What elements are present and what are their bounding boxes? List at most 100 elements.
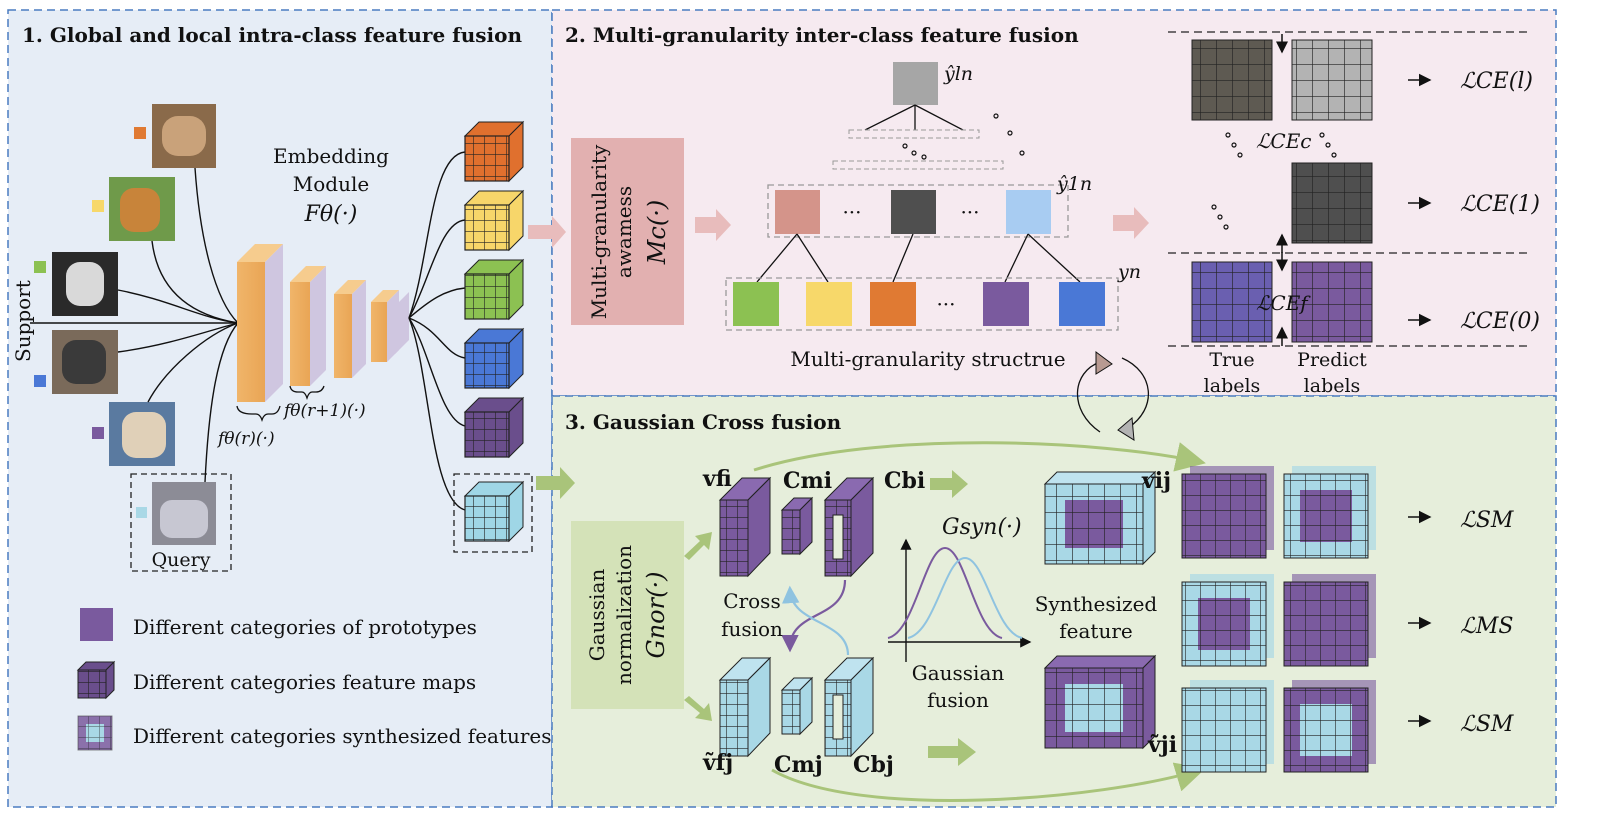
gsyn-label: Gsyn(·) <box>942 515 1022 540</box>
loss-ce-1: ℒCE(1) <box>1460 192 1540 217</box>
predict-labels-1: Predict <box>1297 349 1367 371</box>
loss-sm-1: ℒSM <box>1460 508 1514 533</box>
feature-map-cubes <box>453 120 533 553</box>
feature-map-3 <box>463 258 525 321</box>
c-bj-stack <box>823 656 875 758</box>
true-labels-1: True <box>1209 349 1254 371</box>
loss-ce-f: ℒCEf <box>1256 291 1311 315</box>
arrow-tree-to-labels <box>1113 207 1149 239</box>
feature-map-query <box>463 480 525 543</box>
leaf-node-1 <box>733 282 779 326</box>
y-ln-label: ŷln <box>943 63 973 85</box>
support-marker-5 <box>92 427 104 439</box>
level-box-mid <box>832 160 1004 170</box>
support-marker-1 <box>134 127 146 139</box>
loss-ce-0: ℒCE(0) <box>1460 309 1540 334</box>
leaf-node-4 <box>983 282 1029 326</box>
loss-arrows-p3 <box>1408 510 1432 728</box>
feature-map-4 <box>463 327 525 390</box>
v-ij-label: vij <box>1141 468 1171 494</box>
legend-synthesized: Different categories synthesized feature… <box>133 724 552 748</box>
loss-ms: ℒMS <box>1460 614 1513 639</box>
true-labels-2: labels <box>1204 375 1261 397</box>
skip-arrow-top <box>753 441 1206 472</box>
level-box-top <box>848 129 980 139</box>
c-mi-label: Cmi <box>783 468 832 494</box>
legend: Different categories of prototypes Diffe… <box>76 608 552 751</box>
arrow-mg-to-tree <box>695 209 731 241</box>
synth-label-2: feature <box>1059 619 1132 643</box>
embedding-label-1: Embedding <box>273 144 389 168</box>
f-r-label: fθ(r)(·) <box>216 429 275 449</box>
leaf-node-5 <box>1059 282 1105 326</box>
support-label: Support <box>11 280 35 362</box>
v-fj-stack <box>718 656 772 758</box>
support-marker-3 <box>34 261 46 273</box>
mid-node-1 <box>775 190 820 234</box>
feature-map-5 <box>463 396 525 459</box>
v-ji-label: ṽji <box>1147 732 1177 758</box>
top-node <box>893 62 938 105</box>
leaf-dots: ··· <box>936 292 955 316</box>
panel-2-title: 2. Multi-granularity inter-class feature… <box>565 23 1079 47</box>
embedding-label-2: Module <box>293 172 369 196</box>
arrow-gn-up <box>684 532 712 560</box>
f-theta-label: Fθ(·) <box>304 202 358 227</box>
panel-1-title: 1. Global and local intra-class feature … <box>22 23 522 47</box>
legend-synth-swatch <box>77 715 113 751</box>
synth-cube-top <box>1043 470 1157 566</box>
gn-label-1: Gaussian <box>585 569 609 662</box>
skip-arrow-bottom <box>771 762 1206 802</box>
loss-ce-l: ℒCE(l) <box>1460 69 1533 94</box>
loss-sm-2: ℒSM <box>1460 712 1514 737</box>
mid-node-2 <box>891 190 936 234</box>
structure-label: Multi-granularity structrue <box>790 347 1065 371</box>
arrow-cbj-to-synth <box>928 738 976 766</box>
support-marker-4 <box>34 375 46 387</box>
v-fi-label: vfi <box>702 466 732 492</box>
panel-3-title: 3. Gaussian Cross fusion <box>565 410 842 434</box>
synth-cube-bottom <box>1043 654 1157 750</box>
loss-arrows-p2 <box>1408 73 1432 327</box>
gaussian-fusion-2: fusion <box>927 688 989 712</box>
query-feature-box <box>453 473 533 553</box>
feature-map-1 <box>463 120 525 183</box>
cycle-arrows <box>1076 351 1150 441</box>
arrow-to-panel3 <box>536 467 575 499</box>
embedding-module <box>237 244 409 402</box>
c-mi-stack <box>780 496 814 556</box>
arrow-cbi-to-synth <box>930 470 968 498</box>
support-marker-2 <box>92 200 104 212</box>
mid-dots-2: ··· <box>960 200 979 224</box>
gnor-label: Gnor(·) <box>642 572 670 659</box>
output-connectors <box>408 151 466 511</box>
query-marker <box>136 507 147 518</box>
label-grids <box>1168 31 1530 347</box>
panel-2-background <box>551 9 1557 397</box>
leaf-node-2 <box>806 282 852 326</box>
predict-labels-2: labels <box>1304 375 1361 397</box>
y-1n-label: ŷ1n <box>1056 173 1092 195</box>
mid-dots-1: ··· <box>842 200 861 224</box>
mg-label-2: awamess <box>612 186 636 278</box>
f-r1-label: fθ(r+1)(·) <box>282 401 366 421</box>
input-connectors <box>30 167 239 483</box>
gaussian-norm-box <box>571 521 684 709</box>
feature-map-2 <box>463 189 525 252</box>
level-dots <box>902 113 1025 160</box>
brace-r1 <box>289 385 325 401</box>
c-bi-stack <box>823 476 875 578</box>
v-fi-stack <box>718 476 772 578</box>
synth-label-1: Synthesized <box>1035 592 1158 616</box>
loss-ce-c: ℒCEc <box>1256 129 1312 153</box>
legend-prototype-swatch <box>80 608 113 641</box>
support-images <box>52 104 216 466</box>
cross-arrow-purple <box>781 579 847 653</box>
gaussian-fusion-1: Gaussian <box>912 661 1005 685</box>
brace-r <box>236 405 281 423</box>
cross-label-1: Cross <box>723 589 780 613</box>
synth-grids-row-3 <box>1181 680 1376 773</box>
top-connectors <box>864 104 964 131</box>
mid-level-box <box>767 184 1069 238</box>
